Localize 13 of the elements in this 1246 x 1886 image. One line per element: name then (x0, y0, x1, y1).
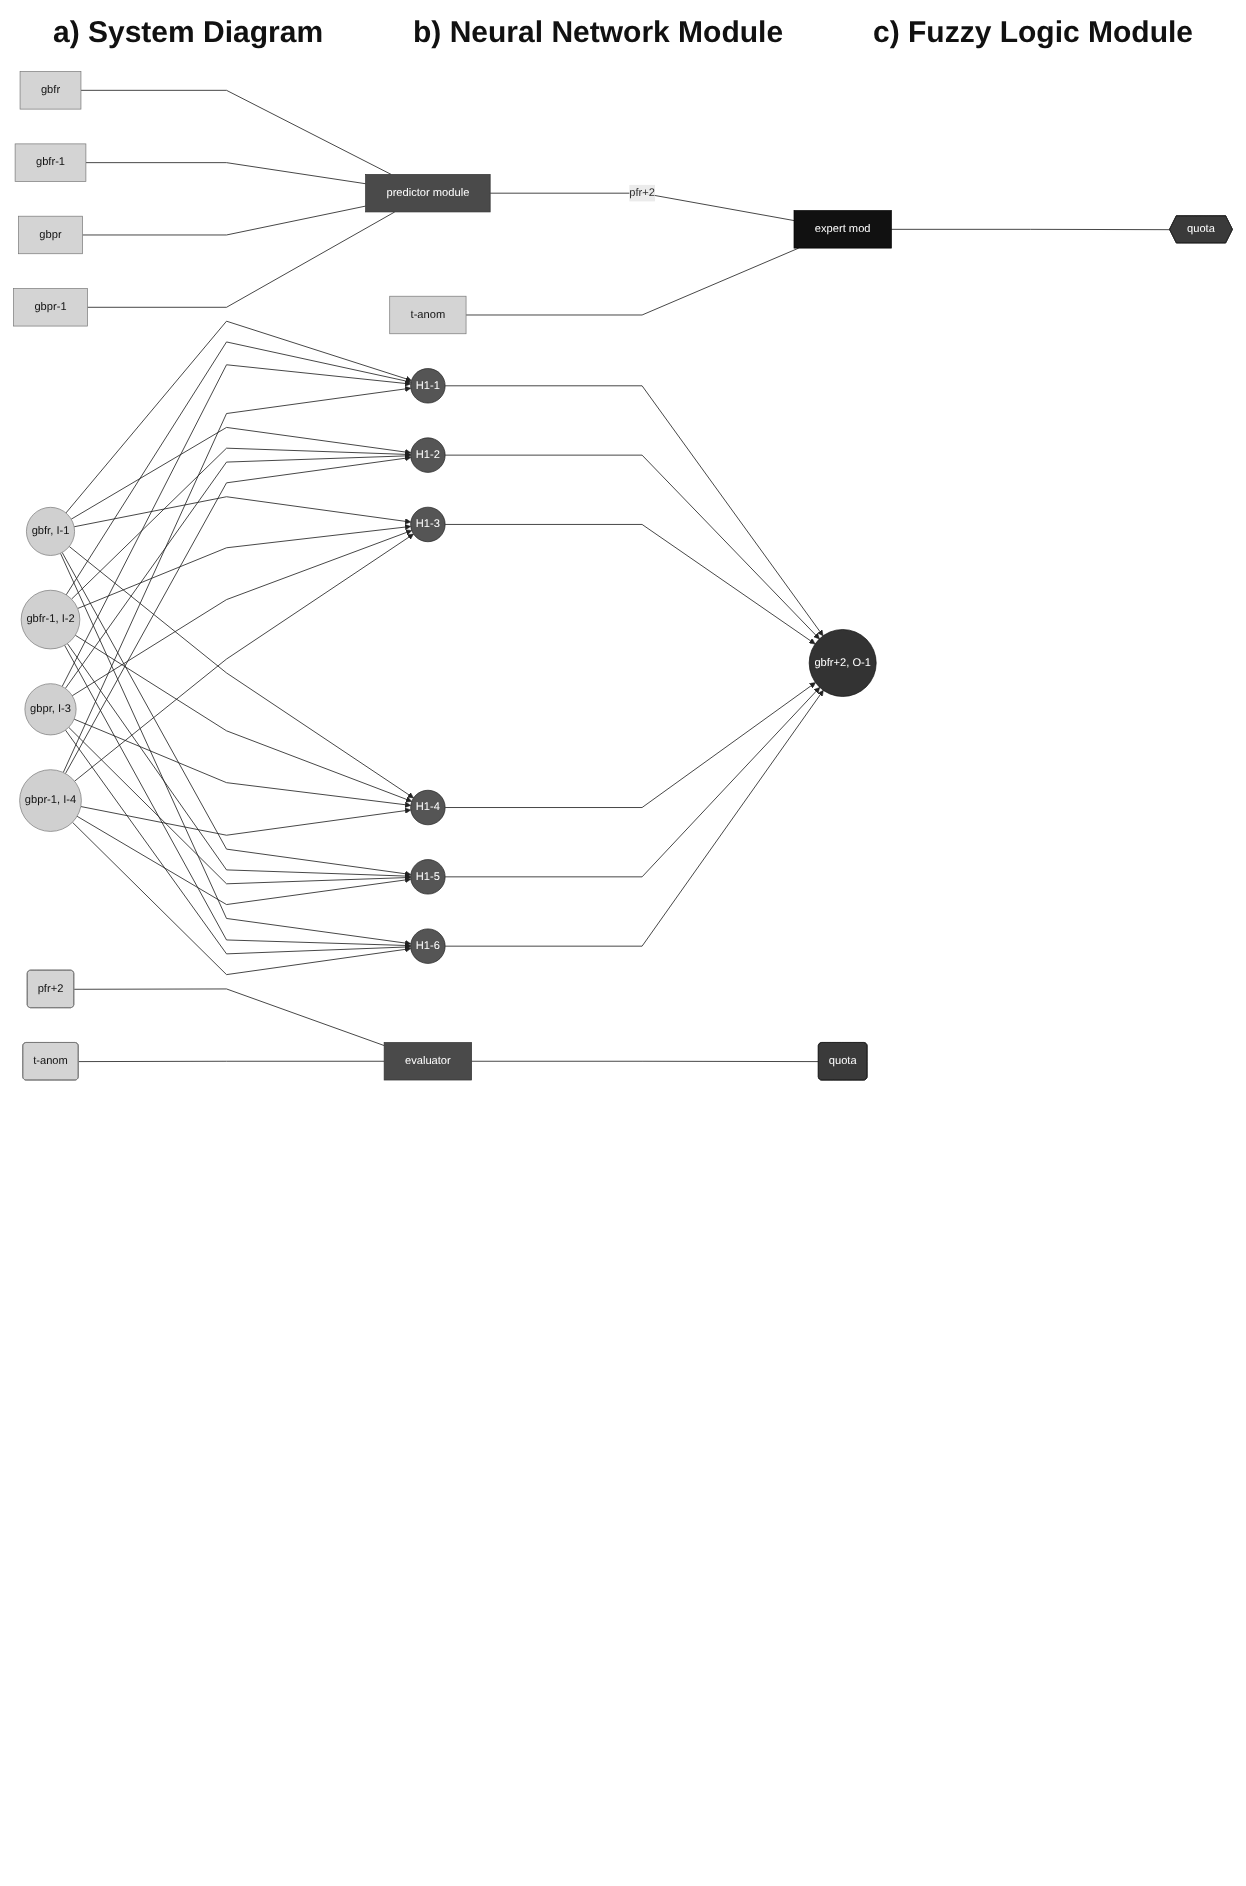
connector (465, 247, 800, 316)
connector (489, 192, 795, 221)
panel-heading: b) Neural Network Module (413, 16, 784, 50)
connector (80, 89, 392, 175)
connector (82, 205, 366, 236)
connector (890, 228, 1171, 231)
connector (73, 988, 385, 1046)
connector (85, 162, 366, 185)
connector (471, 1060, 820, 1062)
panel-heading: a) System Diagram (52, 16, 324, 50)
panel-heading: c) Fuzzy Logic Module (873, 16, 1194, 50)
connector (87, 211, 396, 308)
connector (78, 1060, 385, 1062)
